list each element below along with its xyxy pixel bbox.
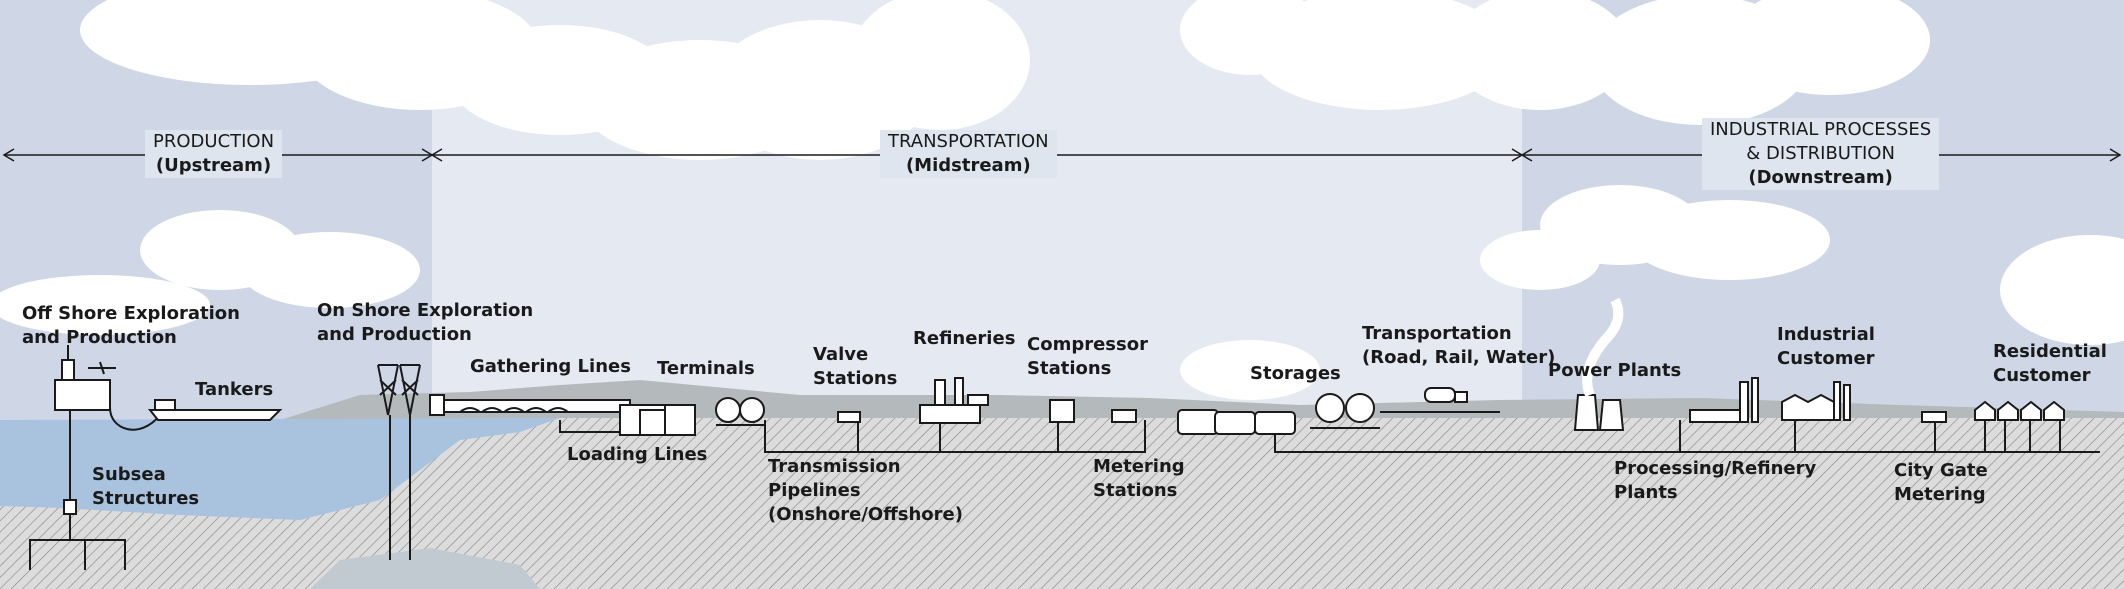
- stage-production: PRODUCTION (Upstream): [145, 130, 283, 178]
- label-processing-line2: Plants: [1614, 482, 1678, 503]
- label-onshore-line1: On Shore Exploration: [317, 300, 534, 321]
- label-compressor-stations: Compressor Stations: [1027, 333, 1148, 381]
- label-metering-line1: Metering: [1093, 456, 1185, 477]
- label-compressor-line2: Stations: [1027, 358, 1112, 379]
- label-power-plants: Power Plants: [1548, 360, 1682, 381]
- label-transportation-line1: Transportation: [1362, 323, 1512, 344]
- power-plant: [1573, 297, 1625, 431]
- label-metering-line2: Stations: [1093, 480, 1178, 501]
- label-subsea: Subsea Structures: [92, 463, 199, 511]
- label-terminals: Terminals: [657, 358, 755, 379]
- label-transmission-pipelines: Transmission Pipelines (Onshore/Offshore…: [768, 455, 963, 527]
- stage-downstream-title-1: INDUSTRIAL PROCESSES: [1710, 119, 1932, 140]
- stage-downstream: INDUSTRIAL PROCESSES & DISTRIBUTION (Dow…: [1702, 118, 1940, 190]
- label-loading-lines: Loading Lines: [567, 444, 708, 465]
- seabed-mound: [310, 548, 540, 589]
- label-residential-customer: Residential Customer: [1993, 340, 2107, 388]
- label-transportation-line2: (Road, Rail, Water): [1362, 347, 1556, 368]
- tanker-ship: [147, 399, 283, 421]
- distant-hills: [280, 380, 2124, 430]
- label-valve-line2: Stations: [813, 368, 898, 389]
- label-residential-line1: Residential: [1993, 341, 2107, 362]
- ground: [0, 418, 2124, 589]
- onshore-derricks: [377, 364, 421, 560]
- label-compressor-line1: Compressor: [1027, 334, 1148, 355]
- label-valve-stations: Valve Stations: [813, 343, 897, 391]
- label-transmission-line2: Pipelines: [768, 480, 861, 501]
- fuel-truck: [1380, 387, 1500, 413]
- label-processing-line1: Processing/Refinery: [1614, 458, 1817, 479]
- label-industrial-customer: Industrial Customer: [1777, 323, 1875, 371]
- stage-production-title: PRODUCTION: [153, 131, 275, 152]
- label-onshore: On Shore Exploration and Production: [317, 299, 533, 347]
- residential-houses: [1921, 400, 2065, 423]
- label-transmission-line3: (Onshore/Offshore): [768, 504, 963, 525]
- storage-tanks: [1177, 393, 1380, 435]
- clouds: [0, 0, 2124, 400]
- label-onshore-line2: and Production: [317, 324, 472, 345]
- stage-transportation: TRANSPORTATION (Midstream): [880, 130, 1057, 178]
- label-gathering-lines: Gathering Lines: [470, 356, 631, 377]
- midstream-stations: [837, 377, 1137, 424]
- stage-downstream-subtitle: (Downstream): [1748, 167, 1893, 188]
- gathering-facility: [429, 394, 765, 436]
- stage-downstream-title-2: & DISTRIBUTION: [1746, 143, 1895, 164]
- label-transmission-line1: Transmission: [768, 456, 901, 477]
- label-city-gate-metering: City Gate Metering: [1894, 459, 1988, 507]
- label-offshore-line1: Off Shore Exploration: [22, 303, 240, 324]
- label-metering-stations: Metering Stations: [1093, 455, 1185, 503]
- sea-water: [0, 418, 560, 520]
- label-residential-line2: Customer: [1993, 365, 2091, 386]
- label-citygate-line2: Metering: [1894, 484, 1986, 505]
- stage-production-subtitle: (Upstream): [155, 155, 272, 176]
- stage-transportation-title: TRANSPORTATION: [888, 131, 1049, 152]
- offshore-platform: [29, 345, 161, 570]
- label-storages: Storages: [1250, 363, 1341, 384]
- label-subsea-line1: Subsea: [92, 464, 166, 485]
- label-subsea-line2: Structures: [92, 488, 200, 509]
- label-valve-line1: Valve: [813, 344, 869, 365]
- label-citygate-line1: City Gate: [1894, 460, 1988, 481]
- label-industrial-line2: Customer: [1777, 348, 1875, 369]
- stage-transportation-subtitle: (Midstream): [905, 155, 1031, 176]
- industrial-plants: [1689, 377, 1851, 423]
- label-offshore-line2: and Production: [22, 327, 177, 348]
- label-processing-plants: Processing/Refinery Plants: [1614, 457, 1816, 505]
- label-refineries: Refineries: [913, 328, 1016, 349]
- label-industrial-line1: Industrial: [1777, 324, 1875, 345]
- label-offshore: Off Shore Exploration and Production: [22, 302, 240, 350]
- label-transportation: Transportation (Road, Rail, Water): [1362, 322, 1555, 370]
- label-tankers: Tankers: [195, 379, 274, 400]
